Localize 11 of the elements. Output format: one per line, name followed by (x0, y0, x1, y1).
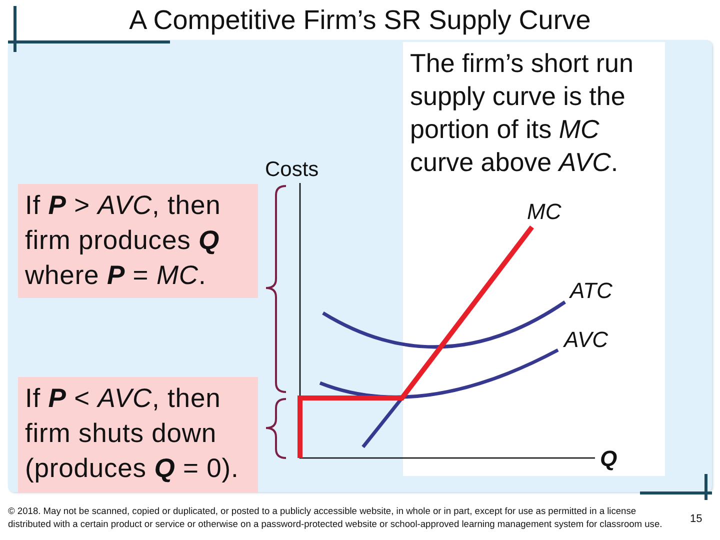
curve-label: ATC (570, 278, 612, 303)
axis-label: Q (600, 446, 618, 471)
copyright-text: © 2018. May not be scanned, copied or duplicated, or posted to a publicly accessible website, in whole or in part, except for use as permitted in a license distributed with a certain product or service or otherwise on a password-protected website or school-approved learning management system for classroom use. (8, 505, 664, 530)
axis-label: Costs (265, 157, 319, 182)
curve-label: MC (527, 199, 562, 224)
curve-label: AVC (564, 327, 608, 352)
condition-box: If P > AVC, then firm produces Q where P = MC. (18, 184, 258, 298)
page-number: 15 (690, 512, 702, 526)
condition-box: If P < AVC, then firm shuts down (produces Q = 0). (18, 377, 258, 493)
note-text: The firm’s short run supply curve is the portion of its MC curve above AVC. (410, 47, 634, 179)
slide-title: A Competitive Firm’s SR Supply Curve (128, 4, 592, 37)
